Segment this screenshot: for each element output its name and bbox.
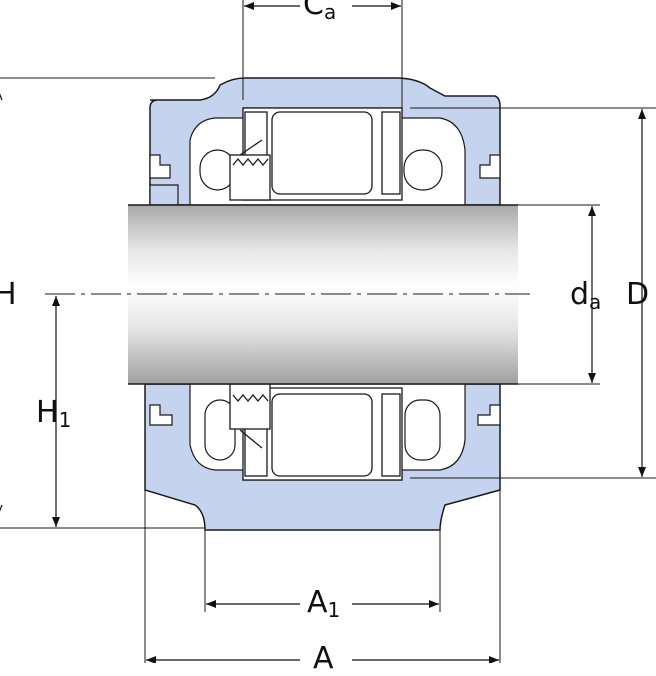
label-a1-main: A [307,585,328,620]
dim-h-arrowhead-bottom [0,504,3,512]
label-h: H [0,280,17,310]
label-a1: A1 [307,585,341,622]
bearing-upper [229,107,403,201]
label-a1-sub: 1 [327,598,341,622]
label-d: D [626,280,649,310]
label-ca: Ca [303,0,336,22]
label-da: da [570,277,602,314]
seal-grooves [149,154,501,426]
label-da-main: d [570,277,590,312]
label-h1-main: H [36,395,59,430]
dimension-lines [52,1,646,663]
dim-h-arrowhead-top [0,93,3,101]
label-h1: H1 [36,395,72,432]
label-a: A [313,644,334,674]
label-ca-sub: a [323,0,337,24]
label-h1-sub: 1 [58,408,72,432]
label-da-sub: a [589,290,602,314]
bearing-lower [229,383,403,481]
seal-rings [199,149,443,461]
label-ca-main: C [303,0,324,22]
label-a-main: A [313,641,334,676]
label-h-main: H [0,277,17,312]
label-d-main: D [626,277,650,312]
